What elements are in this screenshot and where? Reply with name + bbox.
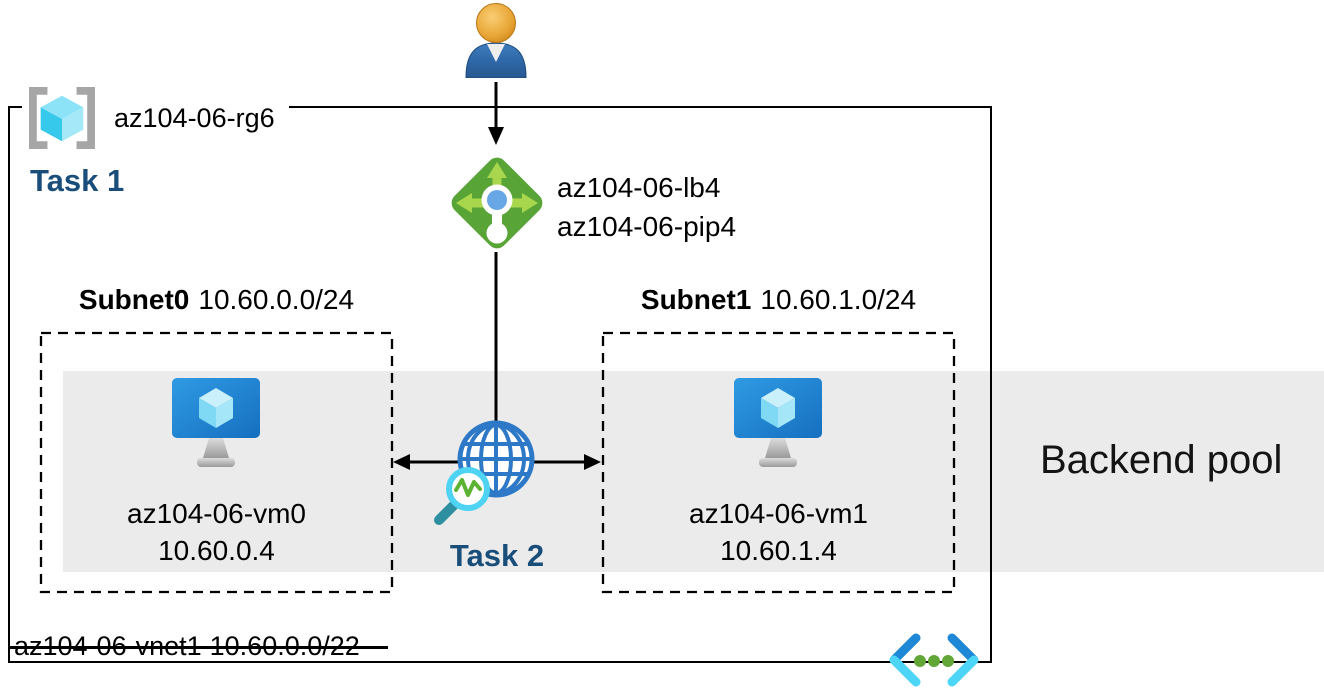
task2-label: Task 2 — [449, 538, 545, 573]
subnet0-label: Subnet0 10.60.0.0/24 — [40, 284, 393, 316]
vm1-labels: az104-06-vm1 10.60.1.4 — [602, 495, 955, 569]
resource-group-label: az104-06-rg6 — [114, 102, 275, 133]
virtual-network-icon — [889, 633, 979, 687]
network-watcher-icon — [434, 420, 535, 525]
vm0-ip: 10.60.0.4 — [158, 535, 275, 566]
task1-label: Task 1 — [30, 163, 125, 198]
user-icon — [465, 3, 527, 78]
resource-group-icon — [29, 86, 95, 150]
backend-pool-label: Backend pool — [1040, 438, 1283, 482]
vm1-ip: 10.60.1.4 — [720, 535, 837, 566]
subnet1-label: Subnet1 10.60.1.0/24 — [602, 284, 955, 316]
load-balancer-icon — [451, 157, 543, 249]
subnet0-cidr: 10.60.0.0/24 — [198, 284, 355, 315]
vm0-labels: az104-06-vm0 10.60.0.4 — [40, 495, 393, 569]
load-balancer-name: az104-06-lb4 — [557, 172, 721, 203]
vm0-name: az104-06-vm0 — [127, 498, 306, 529]
subnet1-name: Subnet1 — [640, 284, 752, 315]
vnet-border-strike-line — [10, 646, 388, 649]
resource-group-box — [8, 106, 992, 663]
vm1-icon — [734, 378, 822, 467]
subnet0-name: Subnet0 — [78, 284, 190, 315]
load-balancer-labels: az104-06-lb4 az104-06-pip4 — [557, 168, 736, 246]
resource-group-header: az104-06-rg6 — [22, 86, 289, 150]
vm1-name: az104-06-vm1 — [689, 498, 868, 529]
vm0-icon — [172, 378, 260, 467]
subnet1-cidr: 10.60.1.0/24 — [760, 284, 917, 315]
public-ip-name: az104-06-pip4 — [557, 211, 737, 242]
